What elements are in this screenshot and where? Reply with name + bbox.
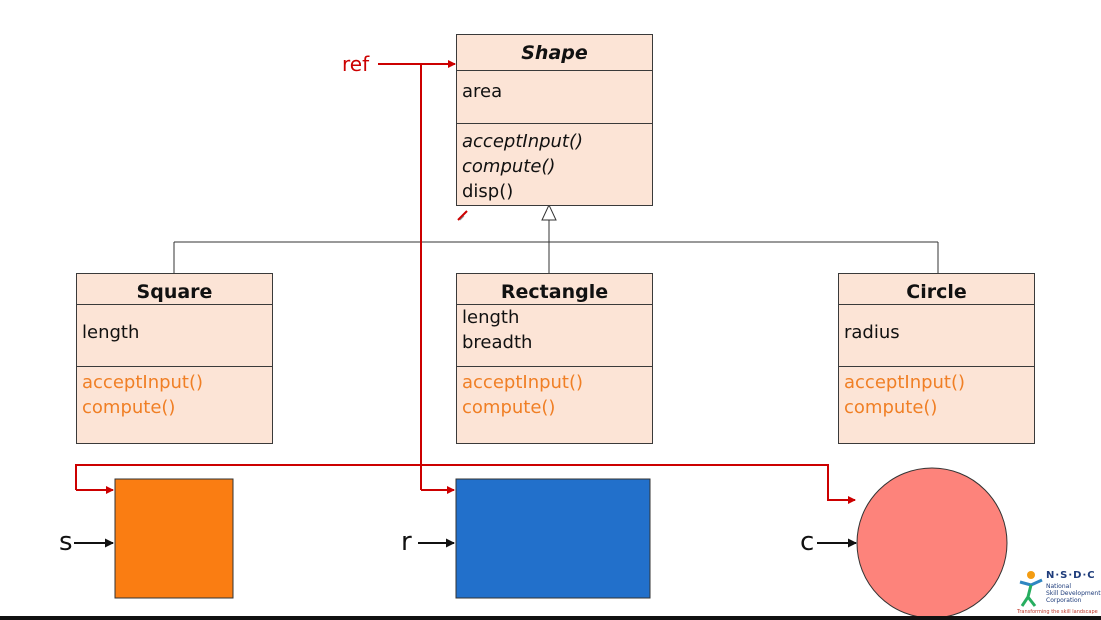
- circle-class-name: Circle: [839, 274, 1034, 305]
- square-class: Square length acceptInput() compute(): [76, 273, 273, 444]
- shape-op-compute: compute(): [462, 156, 556, 177]
- square-object: [114, 478, 234, 599]
- r-label: r: [401, 527, 412, 557]
- nsdc-title: N·S·D·C: [1046, 570, 1096, 581]
- rectangle-attr-breadth: breadth: [462, 332, 533, 353]
- shape-op-acceptinput: acceptInput(): [462, 131, 584, 152]
- square-op-acceptinput: acceptInput(): [82, 372, 204, 393]
- shape-class: Shape area acceptInput() compute() disp(…: [456, 34, 653, 206]
- square-attributes: length: [77, 305, 272, 367]
- rectangle-class: Rectangle length breadth acceptInput() c…: [456, 273, 653, 444]
- circle-op-compute: compute(): [844, 397, 938, 418]
- rectangle-operations: acceptInput() compute(): [457, 367, 652, 420]
- pen-cursor-icon: [457, 210, 468, 221]
- square-operations: acceptInput() compute(): [77, 367, 272, 420]
- shape-op-disp: disp(): [462, 181, 514, 202]
- rectangle-op-acceptinput: acceptInput(): [462, 372, 584, 393]
- nsdc-figure-icon: [1019, 571, 1043, 607]
- circle-operations: acceptInput() compute(): [839, 367, 1034, 420]
- nsdc-name: National Skill Development Corporation: [1046, 583, 1101, 604]
- rectangle-attributes: length breadth: [457, 305, 652, 367]
- ref-label: ref: [342, 52, 370, 76]
- circle-object: [856, 467, 1008, 619]
- rectangle-object: [455, 478, 651, 599]
- inheritance-triangle: [541, 203, 557, 221]
- bottom-bar: [0, 616, 1101, 620]
- shape-attributes: area: [457, 71, 652, 124]
- circle-class: Circle radius acceptInput() compute(): [838, 273, 1035, 444]
- rectangle-op-compute: compute(): [462, 397, 556, 418]
- reference-lines: [75, 60, 856, 504]
- c-label: c: [800, 527, 815, 557]
- rectangle-attr-length: length: [462, 307, 520, 328]
- shape-attr-area: area: [462, 81, 503, 102]
- rectangle-class-name: Rectangle: [457, 274, 652, 305]
- square-class-name: Square: [77, 274, 272, 305]
- s-label: s: [59, 527, 73, 557]
- circle-attributes: radius: [839, 305, 1034, 367]
- shape-operations: acceptInput() compute() disp(): [457, 124, 652, 204]
- circle-op-acceptinput: acceptInput(): [844, 372, 966, 393]
- nsdc-tagline: Transforming the skill landscape: [1017, 609, 1098, 615]
- shape-class-name: Shape: [457, 35, 652, 71]
- circle-attr-radius: radius: [844, 322, 900, 343]
- square-op-compute: compute(): [82, 397, 176, 418]
- nsdc-logo: N·S·D·C National Skill Development Corpo…: [1015, 568, 1101, 618]
- inheritance-lines: [173, 203, 939, 273]
- square-attr-length: length: [82, 322, 140, 343]
